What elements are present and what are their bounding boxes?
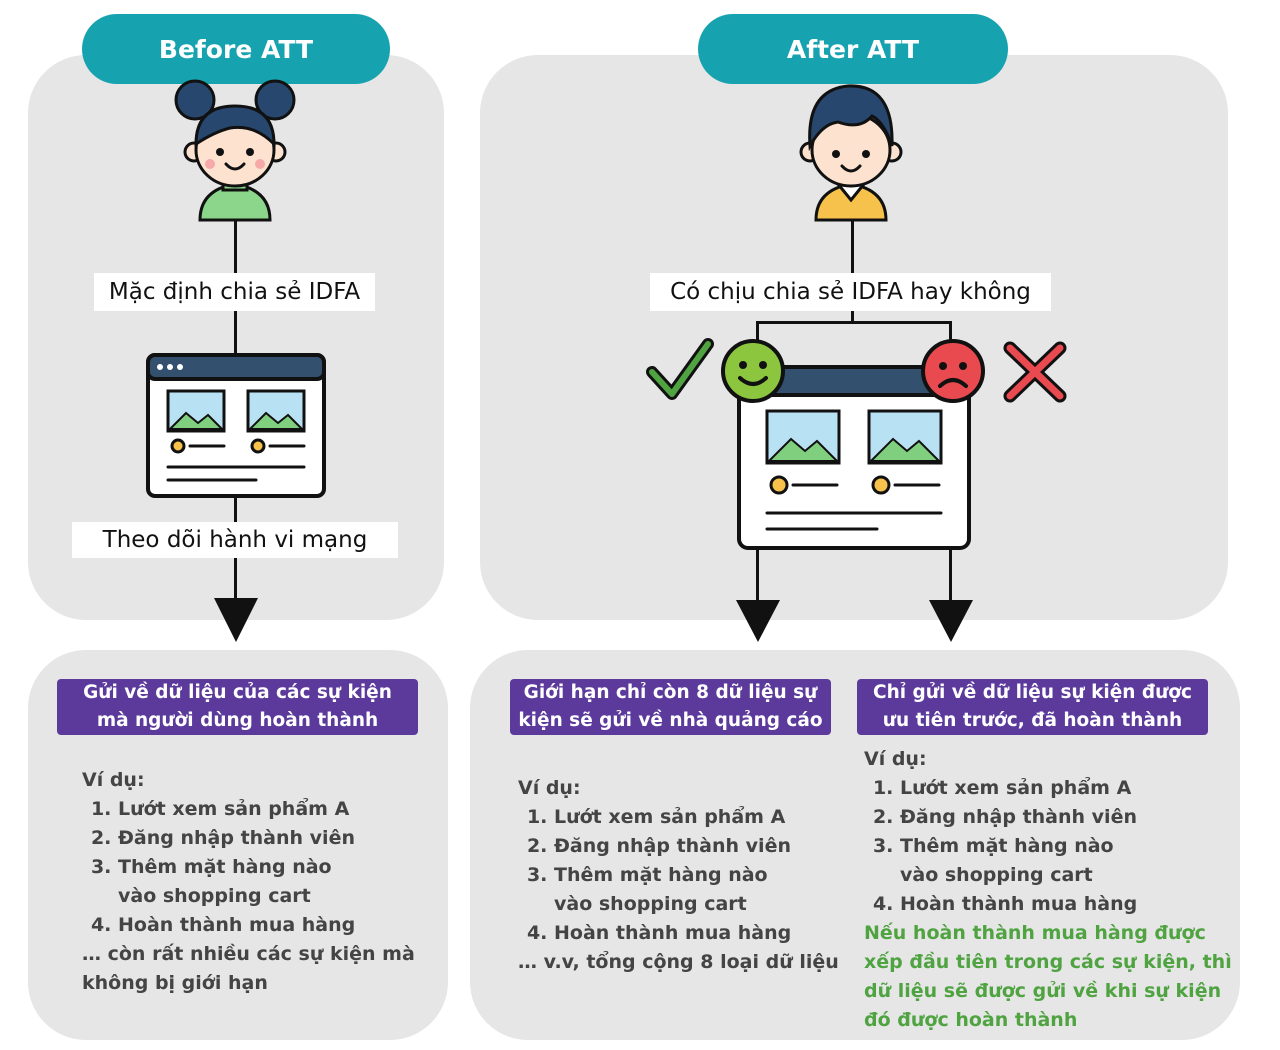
list-item: Lướt xem sản phẩm A [118, 795, 422, 824]
boy-avatar-icon [799, 84, 903, 222]
after-arrow-right [929, 600, 973, 642]
priority-note-line2: xếp đầu tiên trong các sự kiện, thì [864, 951, 1232, 973]
after-limit-line1: Giới hạn chỉ còn 8 dữ liệu sự [523, 682, 818, 703]
example-list: Lướt xem sản phẩm A Đăng nhập thành viên… [518, 803, 848, 948]
after-down-left [756, 548, 759, 604]
example-heading: Ví dụ: [82, 769, 145, 791]
after-priority-line2: ưu tiên trước, đã hoàn thành [882, 710, 1183, 731]
example-trailing-line1: … còn rất nhiều các sự kiện mà [82, 943, 415, 965]
list-item: Hoàn thành mua hàng [118, 911, 422, 940]
check-icon [646, 338, 714, 400]
list-item: Thêm mặt hàng nào vào shopping cart [554, 861, 799, 919]
list-item: Thêm mặt hàng nào vào shopping cart [900, 832, 1145, 890]
list-item: Lướt xem sản phẩm A [900, 774, 1236, 803]
before-result-line1: Gửi về dữ liệu của các sự kiện [83, 682, 392, 703]
browser-window-icon [146, 353, 326, 498]
example-heading: Ví dụ: [518, 777, 581, 799]
list-item: Hoàn thành mua hàng [900, 890, 1236, 919]
after-branch-right [949, 321, 952, 351]
priority-note: Nếu hoàn thành mua hàng được xếp đầu tiê… [864, 919, 1236, 1035]
priority-note-line3: dữ liệu sẽ được gửi về khi sự kiện [864, 980, 1222, 1002]
before-share-label: Mặc định chia sẻ IDFA [94, 273, 375, 311]
sad-face-icon [921, 339, 985, 403]
girl-avatar-icon [174, 79, 296, 222]
list-item: Lướt xem sản phẩm A [554, 803, 848, 832]
before-result-line2: mà người dùng hoàn thành [96, 710, 379, 731]
before-arrow-head [214, 598, 258, 642]
example-list: Lướt xem sản phẩm A Đăng nhập thành viên… [864, 774, 1236, 919]
before-track-label: Theo dõi hành vi mạng [72, 522, 398, 558]
list-item: Thêm mặt hàng nào vào shopping cart [118, 853, 358, 911]
example-heading: Ví dụ: [864, 748, 927, 770]
list-item: Đăng nhập thành viên [900, 803, 1236, 832]
after-down-right [949, 548, 952, 604]
after-limit-line2: kiện sẽ gửi về nhà quảng cáo [518, 710, 823, 731]
before-result-box: Gửi về dữ liệu của các sự kiện mà người d… [57, 679, 418, 735]
example-trailing-line2: không bị giới hạn [82, 972, 268, 994]
browser-window-icon [737, 365, 971, 550]
after-priority-box: Chỉ gửi về dữ liệu sự kiện được ưu tiên t… [857, 679, 1208, 735]
example-trailing: … v.v, tổng cộng 8 loại dữ liệu [518, 951, 839, 973]
happy-face-icon [721, 339, 785, 403]
list-item: Đăng nhập thành viên [554, 832, 848, 861]
cross-icon [1003, 341, 1067, 403]
priority-note-line4: đó được hoàn thành [864, 1009, 1078, 1031]
after-arrow-left [736, 600, 780, 642]
after-limit-box: Giới hạn chỉ còn 8 dữ liệu sự kiện sẽ gửi… [510, 679, 831, 735]
before-example: Ví dụ: Lướt xem sản phẩm A Đăng nhập thà… [82, 766, 422, 998]
after-limit-example: Ví dụ: Lướt xem sản phẩm A Đăng nhập thà… [518, 774, 848, 977]
example-list: Lướt xem sản phẩm A Đăng nhập thành viên… [82, 795, 422, 940]
list-item: Đăng nhập thành viên [118, 824, 422, 853]
after-priority-example: Ví dụ: Lướt xem sản phẩm A Đăng nhập thà… [864, 745, 1236, 1035]
after-priority-line1: Chỉ gửi về dữ liệu sự kiện được [873, 682, 1192, 703]
after-branch-left [756, 321, 759, 351]
before-att-title: Before ATT [82, 14, 390, 84]
after-att-title: After ATT [698, 14, 1008, 84]
after-branch-line [756, 321, 952, 324]
priority-note-line1: Nếu hoàn thành mua hàng được [864, 922, 1206, 944]
list-item: Hoàn thành mua hàng [554, 919, 848, 948]
after-share-label: Có chịu chia sẻ IDFA hay không [650, 273, 1051, 311]
after-connector-line [851, 215, 854, 323]
